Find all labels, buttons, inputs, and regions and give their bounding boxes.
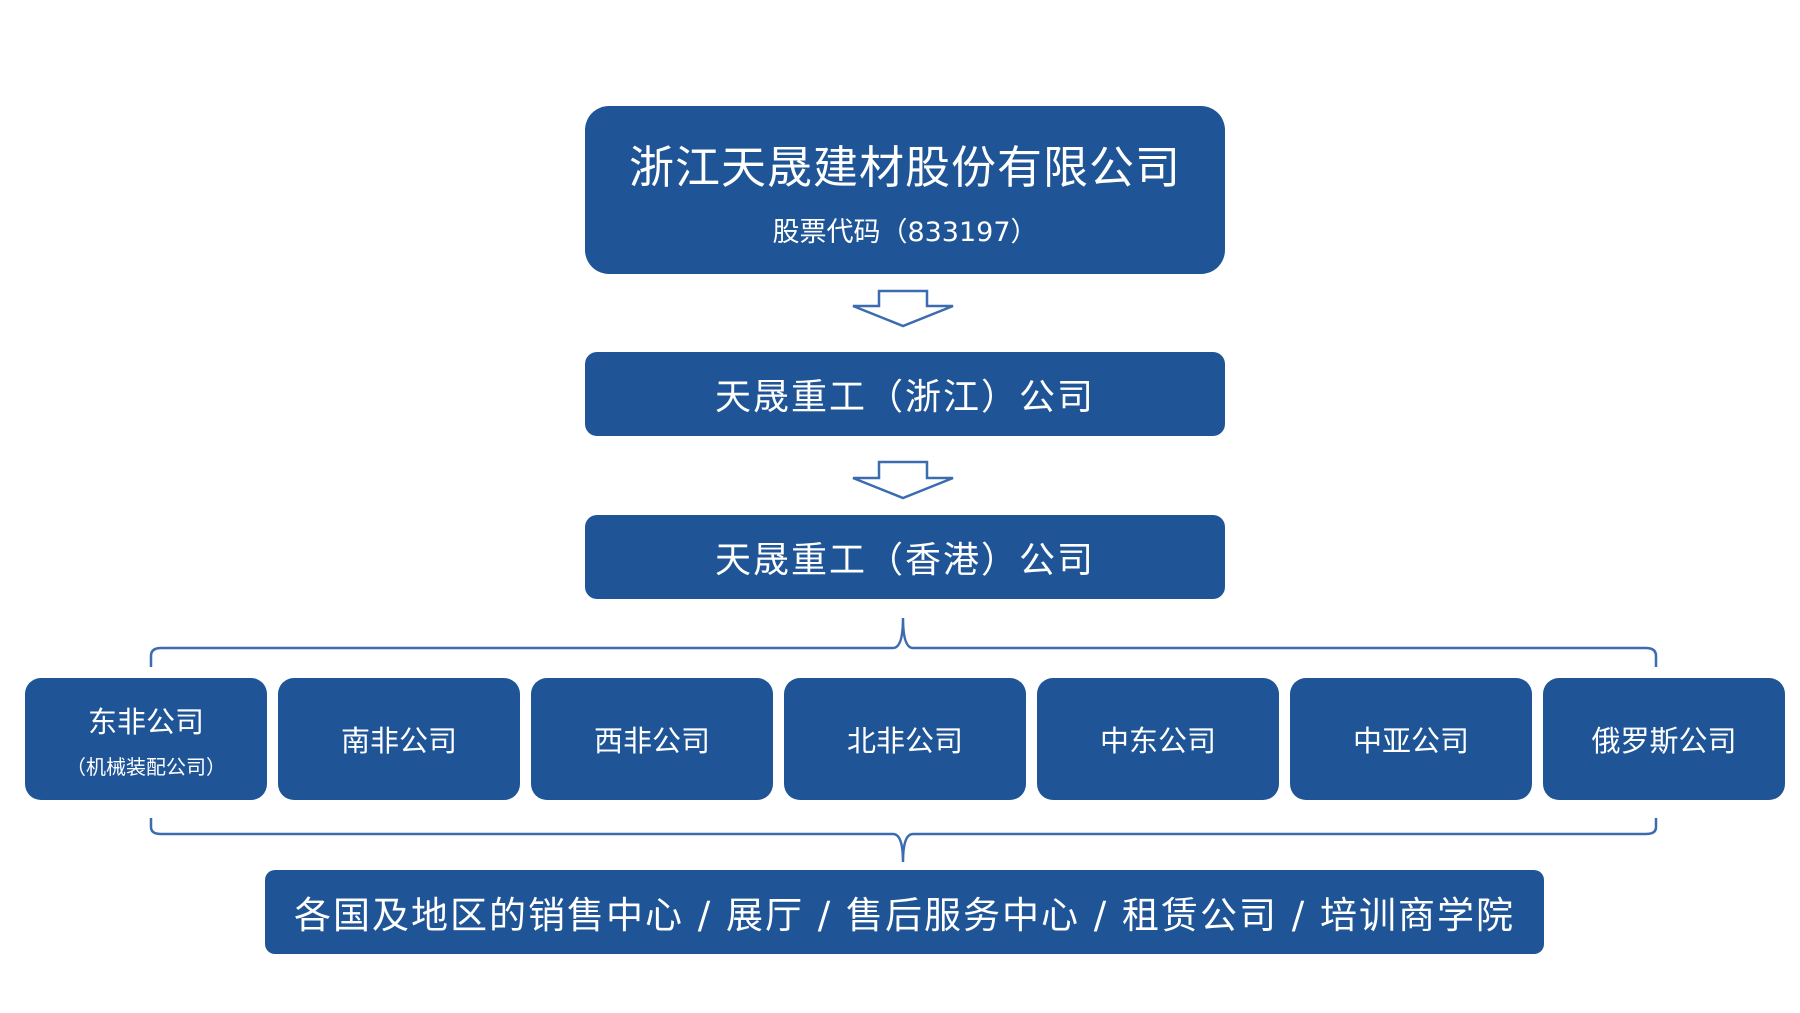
region-box-south-africa: 南非公司: [278, 678, 520, 800]
region-box-central-asia: 中亚公司: [1290, 678, 1532, 800]
region-label: 中亚公司: [1352, 724, 1469, 758]
down-arrow-icon: [852, 289, 954, 328]
region-label: 东非公司: [87, 704, 204, 739]
zhejiang-company-label: 天晟重工（浙江）公司: [714, 377, 1095, 418]
region-label: 北非公司: [846, 724, 963, 758]
sales-network-label: 各国及地区的销售中心 / 展厅 / 售后服务中心 / 租赁公司 / 培训商学院: [294, 894, 1515, 937]
region-sub-label: （机械装配公司）: [66, 754, 226, 779]
region-label: 中东公司: [1099, 724, 1216, 758]
curly-brace-icon: [149, 617, 1658, 667]
region-label: 南非公司: [340, 724, 457, 758]
region-box-north-africa: 北非公司: [784, 678, 1026, 800]
region-box-west-africa: 西非公司: [531, 678, 773, 800]
region-label: 西非公司: [593, 724, 710, 758]
parent-company-name: 浙江天晟建材股份有限公司: [628, 141, 1181, 194]
hongkong-company-box: 天晟重工（香港）公司: [585, 515, 1225, 599]
parent-company-box: 浙江天晟建材股份有限公司 股票代码（833197）: [585, 106, 1225, 274]
curly-brace-icon: [149, 818, 1658, 863]
region-box-russia: 俄罗斯公司: [1543, 678, 1785, 800]
region-label: 俄罗斯公司: [1591, 724, 1737, 758]
region-box-east-africa: 东非公司 （机械装配公司）: [25, 678, 267, 800]
hongkong-company-label: 天晟重工（香港）公司: [714, 540, 1095, 581]
zhejiang-company-box: 天晟重工（浙江）公司: [585, 352, 1225, 436]
sales-network-box: 各国及地区的销售中心 / 展厅 / 售后服务中心 / 租赁公司 / 培训商学院: [265, 870, 1544, 954]
region-box-middle-east: 中东公司: [1037, 678, 1279, 800]
down-arrow-icon: [852, 460, 954, 500]
stock-code: 股票代码（833197）: [772, 217, 1038, 248]
